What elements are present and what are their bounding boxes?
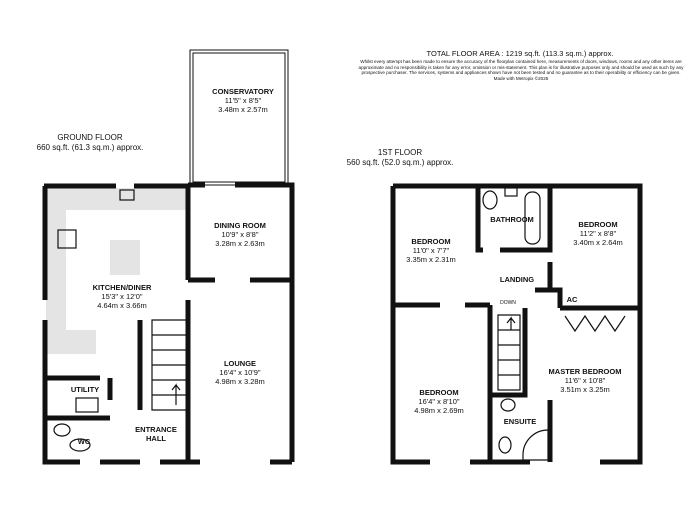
kitchen-counter: [46, 188, 186, 210]
bedroom-3-imperial: 11'2" x 8'8": [580, 229, 617, 238]
ac-label: AC: [567, 295, 578, 304]
stairs-up-arrow: [171, 383, 181, 405]
ensuite-toilet-icon: [498, 436, 512, 454]
bedroom-2-imperial: 11'0" x 7'7": [413, 246, 450, 255]
landing-label: LANDING: [500, 275, 534, 284]
kitchen-counter-bottom: [46, 330, 96, 354]
bathroom-toilet-icon: [482, 190, 498, 210]
master-bedroom-metric: 3.51m x 3.25m: [560, 385, 610, 394]
ground-floor-title: GROUND FLOOR: [57, 133, 123, 142]
dining-room-imperial: 10'9" x 8'8": [222, 230, 259, 239]
kitchen-island: [110, 240, 140, 275]
bedroom-3-label: BEDROOM: [578, 220, 617, 229]
conservatory-metric: 3.48m x 2.57m: [218, 105, 268, 114]
kitchen-diner-metric: 4.64m x 3.66m: [97, 301, 147, 310]
conservatory-label: CONSERVATORY: [212, 87, 274, 96]
bathroom-basin-icon: [504, 187, 518, 197]
first-floor-area: 560 sq.ft. (52.0 sq.m.) approx.: [346, 158, 454, 167]
disclaimer: Whilst every attempt has been made to en…: [356, 59, 686, 82]
stairs-down-arrow: [506, 316, 516, 330]
down-label: DOWN: [500, 300, 516, 306]
ground-floor-plan: CONSERVATORY 11'5" x 8'5" 3.48m x 2.57m …: [42, 49, 295, 465]
first-floor-title: 1ST FLOOR: [377, 148, 423, 157]
utility-label: UTILITY: [71, 385, 99, 394]
ground-stairs: [151, 319, 188, 411]
bedroom-4-metric: 4.98m x 2.69m: [414, 406, 464, 415]
first-walls: [390, 183, 643, 465]
wardrobe-doors-icon: [564, 314, 626, 333]
dining-room-label: DINING ROOM: [214, 221, 266, 230]
entrance-hall-label: ENTRANCE: [135, 425, 177, 434]
wc-toilet-icon: [69, 438, 91, 452]
lounge-imperial: 16'4" x 10'9": [219, 368, 260, 377]
bath-icon: [524, 191, 541, 245]
ensuite-label: ENSUITE: [504, 417, 537, 426]
dining-room-metric: 3.28m x 2.63m: [215, 239, 265, 248]
kitchen-sink-icon: [119, 189, 135, 201]
kitchen-diner-imperial: 15'3" x 12'0": [101, 292, 142, 301]
conservatory-inner: [192, 52, 286, 183]
ground-floor-area: 660 sq.ft. (61.3 sq.m.) approx.: [36, 143, 144, 152]
kitchen-diner-label: KITCHEN/DINER: [93, 283, 152, 292]
bedroom-4-imperial: 16'4" x 8'10": [418, 397, 459, 406]
ground-walls: [42, 182, 295, 465]
ensuite-basin-icon: [500, 398, 516, 412]
first-floor-plan: BEDROOM 11'0" x 7'7" 3.35m x 2.31m BATHR…: [390, 183, 643, 465]
wc-label: WC: [78, 437, 91, 446]
conservatory-outline: [189, 49, 289, 186]
ground-internal-walls: [45, 277, 292, 462]
hob-icon: [57, 229, 77, 249]
bedroom-2-label: BEDROOM: [411, 237, 450, 246]
kitchen-counter-side: [46, 188, 66, 353]
entrance-hall-label-2: HALL: [146, 434, 166, 443]
bedroom-4-label: BEDROOM: [419, 388, 458, 397]
utility-sink-icon: [75, 397, 99, 413]
lounge-label: LOUNGE: [224, 359, 256, 368]
bedroom-3-metric: 3.40m x 2.64m: [573, 238, 623, 247]
conservatory-imperial: 11'5" x 8'5": [225, 96, 262, 105]
bedroom-2-metric: 3.35m x 2.31m: [406, 255, 456, 264]
disclaimer-text: Whilst every attempt has been made to en…: [358, 59, 684, 76]
lounge-metric: 4.98m x 3.28m: [215, 377, 265, 386]
first-internal-walls: [393, 186, 640, 462]
wc-basin-icon: [53, 423, 71, 437]
first-stairs: [497, 314, 521, 391]
total-floor-area: TOTAL FLOOR AREA : 1219 sq.ft. (113.3 sq…: [426, 49, 614, 58]
shower-icon: [522, 429, 549, 461]
master-bedroom-label: MASTER BEDROOM: [549, 367, 622, 376]
master-bedroom-imperial: 11'6" x 10'8": [565, 376, 606, 385]
credit: Made with Metropix ©2025: [493, 76, 549, 82]
bathroom-label: BATHROOM: [490, 215, 534, 224]
